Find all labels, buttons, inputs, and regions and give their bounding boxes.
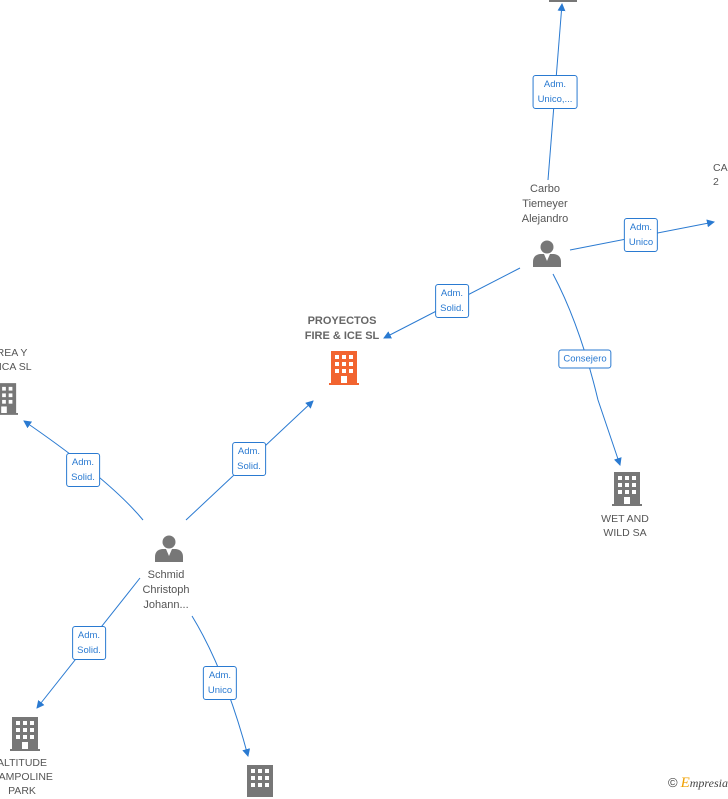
person-icon[interactable] <box>154 533 184 563</box>
company-label-rea[interactable]: REA Y FICA SL <box>0 347 32 373</box>
watermark-logo: © Empresia <box>668 775 728 792</box>
person-label-schmid[interactable]: Schmid Christoph Johann... <box>142 569 190 611</box>
edge-label-text: Adm. Unico,... <box>537 79 573 105</box>
building-icon[interactable] <box>549 0 577 2</box>
edge-label-schmid-bottom[interactable]: Adm. Unico <box>202 666 238 700</box>
edge-label-text: Adm. Unico <box>207 670 233 696</box>
company-label-wet-and-wild[interactable]: WET AND WILD SA <box>601 513 649 539</box>
watermark-initial: E <box>680 775 690 791</box>
edge-label-schmid-altitude[interactable]: Adm. Solid. <box>72 626 106 660</box>
person-icon[interactable] <box>532 238 562 268</box>
building-icon[interactable] <box>612 472 642 506</box>
company-label-ca[interactable]: CA 2 <box>713 162 728 188</box>
edge-label-text: Adm. Solid. <box>77 630 101 656</box>
company-label-altitude[interactable]: ALTITUDE RAMPOLINE PARK <box>0 757 53 797</box>
edge-label-carbo-wet[interactable]: Consejero <box>558 349 612 369</box>
building-icon[interactable] <box>10 717 40 751</box>
edge-label-schmid-rea[interactable]: Adm. Solid. <box>66 453 100 487</box>
edge-label-carbo-top[interactable]: Adm. Unico,... <box>532 75 578 109</box>
watermark-text: mpresia <box>689 776 728 790</box>
company-label-focus[interactable]: PROYECTOS FIRE & ICE SL <box>304 315 380 342</box>
edge-label-text: Consejero <box>563 353 607 365</box>
edge-label-carbo-focus[interactable]: Adm. Solid. <box>435 284 469 318</box>
edge-label-text: Adm. Solid. <box>440 288 464 314</box>
edge-carbo-wet <box>552 273 622 466</box>
building-icon[interactable] <box>0 382 18 416</box>
edge-label-text: Adm. Solid. <box>237 446 261 472</box>
edge-label-schmid-focus[interactable]: Adm. Solid. <box>232 442 266 476</box>
person-label-carbo[interactable]: Carbo Tiemeyer Alejandro <box>521 183 569 225</box>
building-icon[interactable] <box>329 351 359 385</box>
edge-label-text: Adm. Solid. <box>71 457 95 483</box>
building-icon[interactable] <box>245 765 275 799</box>
copyright-icon: © <box>668 775 678 790</box>
edge-label-carbo-ca[interactable]: Adm. Unico <box>623 218 659 252</box>
edge-label-text: Adm. Unico <box>628 222 654 248</box>
